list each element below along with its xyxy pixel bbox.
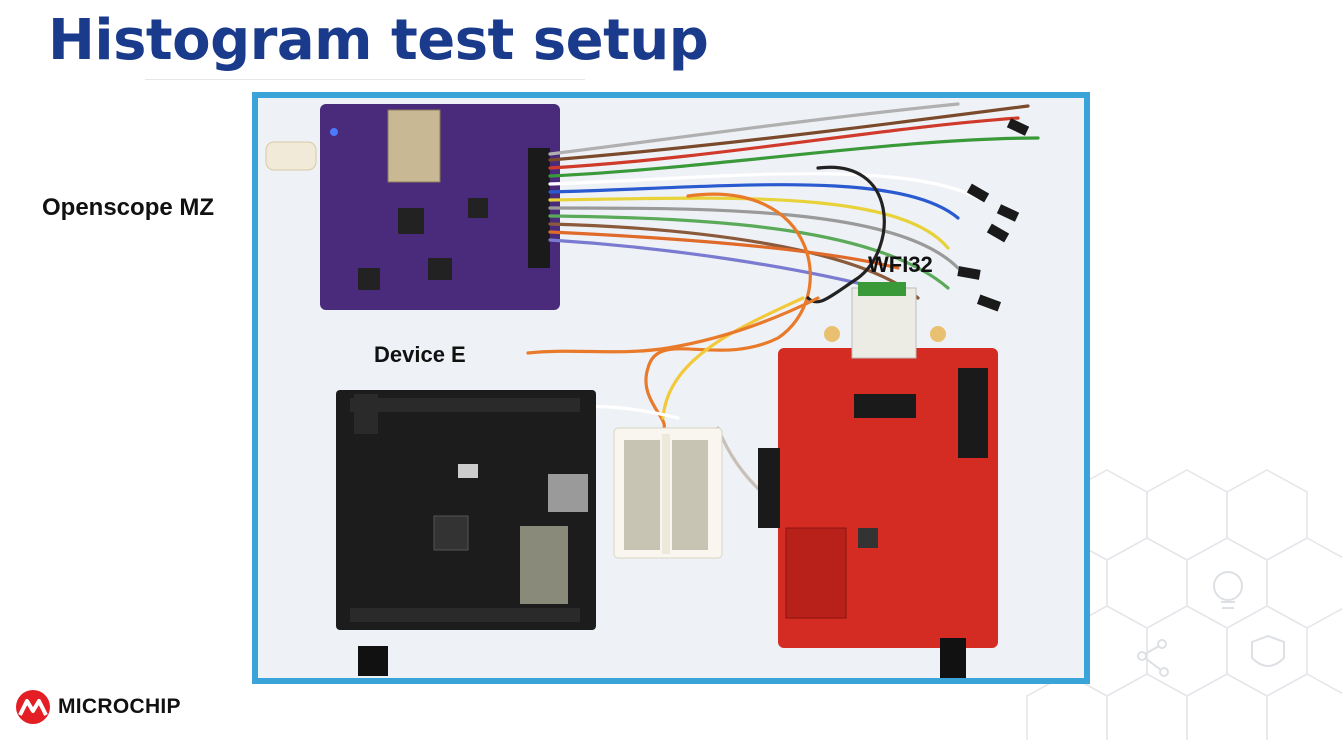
wfi32-label: WFI32 (868, 252, 933, 277)
microchip-logo-icon (16, 690, 50, 724)
title-underline (145, 79, 585, 80)
device-e-label: Device E (374, 342, 466, 367)
microchip-logo: MICROCHIP (14, 689, 181, 725)
microchip-logo-text: MICROCHIP (58, 695, 181, 718)
hardware-photo-illustration (258, 98, 1084, 678)
openscope-board-image (265, 104, 560, 310)
openscope-label: Openscope MZ (42, 194, 215, 221)
wfi32-curiosity-board-image (758, 282, 998, 678)
slide-title: Histogram test setup (48, 8, 709, 73)
device-e-board-image (336, 390, 596, 676)
hexagon-pattern-background (1026, 469, 1342, 740)
setup-photo (252, 92, 1090, 684)
breadboard-image (613, 427, 723, 559)
